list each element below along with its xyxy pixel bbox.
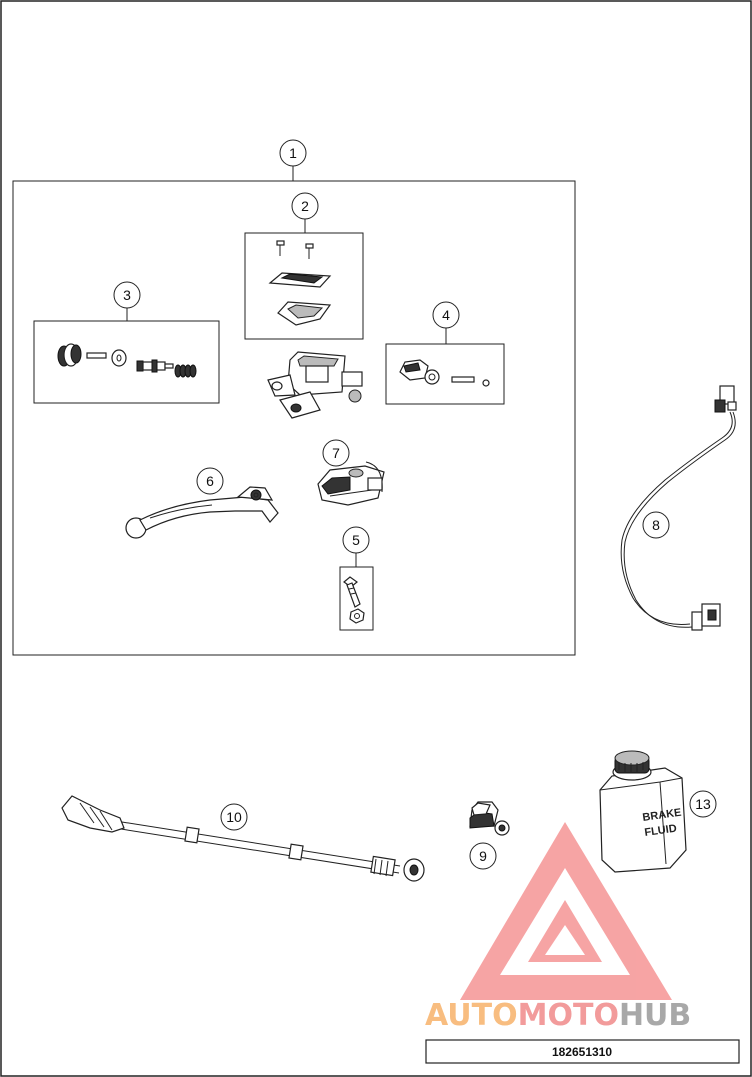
callout-4: 4	[432, 301, 460, 329]
part-8-sensor-cable	[620, 385, 737, 631]
part-7-adjuster	[317, 461, 385, 506]
svg-text:8: 8	[652, 517, 660, 533]
svg-text:2: 2	[301, 198, 309, 214]
svg-text:6: 6	[206, 473, 214, 489]
svg-text:13: 13	[695, 796, 711, 812]
svg-text:10: 10	[226, 809, 242, 825]
brand-part-auto: AUTO	[425, 998, 518, 1033]
brand-part-moto: MOTO	[518, 998, 619, 1033]
callout-1: 1	[279, 139, 307, 167]
callout-2: 2	[291, 192, 319, 220]
svg-text:7: 7	[332, 445, 340, 461]
callout-3: 3	[113, 281, 141, 309]
svg-text:9: 9	[479, 848, 487, 864]
group-box-1	[12, 180, 576, 656]
part-13-brake-fluid-can: BRAKE FLUID	[599, 750, 687, 873]
group-box-2	[244, 232, 364, 340]
svg-text:4: 4	[442, 307, 450, 323]
can-label-line2: FLUID	[644, 823, 678, 839]
callout-6: 6	[196, 467, 224, 495]
part-9-small-clamp	[469, 801, 510, 836]
part-2-reservoir-cover	[268, 240, 332, 326]
watermark-logo	[460, 822, 672, 1000]
callout-10: 10	[220, 803, 248, 831]
master-cylinder-body	[267, 351, 363, 419]
diagram-code: 182651310	[552, 1045, 612, 1059]
can-label-line1: BRAKE	[642, 807, 682, 824]
callout-7: 7	[322, 439, 350, 467]
part-6-lever	[125, 486, 279, 539]
svg-text:1: 1	[289, 145, 297, 161]
brand-wordmark: AUTOMOTOHUB	[425, 998, 691, 1033]
callout-8: 8	[642, 511, 670, 539]
part-5-bolt-nut	[343, 576, 365, 624]
group-box-4	[385, 343, 505, 405]
callout-13: 13	[689, 790, 717, 818]
callout-9: 9	[469, 842, 497, 870]
part-3-piston-kit	[57, 343, 197, 378]
svg-text:3: 3	[123, 287, 131, 303]
part-4-clamp	[399, 359, 490, 387]
callout-5: 5	[342, 526, 370, 554]
part-10-hydraulic-line	[61, 795, 425, 882]
svg-text:5: 5	[352, 532, 360, 548]
brand-part-hub: HUB	[619, 998, 691, 1033]
diagram-code-box	[425, 1039, 740, 1064]
